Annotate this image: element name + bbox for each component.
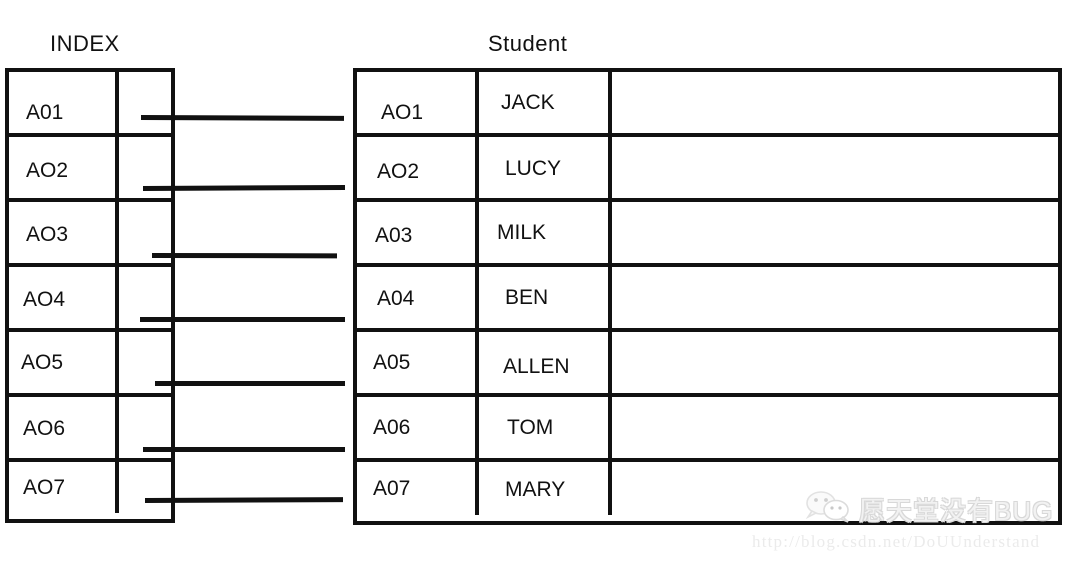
student-name-cell: TOM bbox=[479, 397, 612, 458]
table-row: AO4 bbox=[9, 267, 171, 332]
table-row: AO2 LUCY bbox=[357, 137, 1058, 202]
student-name-cell: JACK bbox=[479, 72, 612, 133]
table-row: AO7 bbox=[9, 462, 171, 513]
student-id-cell: A03 bbox=[357, 202, 479, 263]
table-row: A03 MILK bbox=[357, 202, 1058, 267]
student-extra-cell bbox=[612, 72, 1058, 133]
student-id-cell: A06 bbox=[357, 397, 479, 458]
connector-line-7 bbox=[144, 497, 344, 503]
student-extra-cell bbox=[612, 462, 1058, 515]
index-key-cell: A01 bbox=[9, 72, 119, 133]
student-extra-cell bbox=[612, 137, 1058, 198]
student-extra-cell bbox=[612, 397, 1058, 458]
student-name-cell: LUCY bbox=[479, 137, 612, 198]
table-row: A05 ALLEN bbox=[357, 332, 1058, 397]
table-row: A06 TOM bbox=[357, 397, 1058, 462]
index-key-cell: AO5 bbox=[9, 332, 119, 393]
table-row: AO5 bbox=[9, 332, 171, 397]
student-extra-cell bbox=[612, 267, 1058, 328]
index-table: A01 AO2 AO3 AO4 AO5 AO6 AO7 bbox=[5, 68, 175, 523]
connector-line-2 bbox=[142, 184, 346, 191]
student-extra-cell bbox=[612, 202, 1058, 263]
table-row: AO2 bbox=[9, 137, 171, 202]
table-row: AO3 bbox=[9, 202, 171, 267]
student-table-caption: Student bbox=[488, 31, 568, 56]
index-key-cell: AO2 bbox=[9, 137, 119, 198]
student-name-cell: BEN bbox=[479, 267, 612, 328]
watermark-url: http://blog.csdn.net/DoUUnderstand bbox=[752, 532, 1041, 551]
connector-line-3 bbox=[151, 253, 338, 259]
table-row: A04 BEN bbox=[357, 267, 1058, 332]
student-id-cell: A07 bbox=[357, 462, 479, 515]
student-name-cell: MARY bbox=[479, 462, 612, 515]
connector-line-6 bbox=[143, 447, 345, 452]
student-id-cell: A05 bbox=[357, 332, 479, 393]
index-key-cell: AO7 bbox=[9, 462, 119, 513]
table-row: A07 MARY bbox=[357, 462, 1058, 515]
connector-line-1 bbox=[140, 115, 345, 121]
index-pointer-cell bbox=[119, 72, 171, 133]
student-name-cell: ALLEN bbox=[479, 332, 612, 393]
student-id-cell: A04 bbox=[357, 267, 479, 328]
table-row: AO1 JACK bbox=[357, 72, 1058, 137]
index-key-cell: AO3 bbox=[9, 202, 119, 263]
student-id-cell: AO1 bbox=[357, 72, 479, 133]
student-table: AO1 JACK AO2 LUCY A03 MILK A04 BEN A05 A… bbox=[353, 68, 1062, 525]
index-key-cell: AO6 bbox=[9, 397, 119, 458]
index-pointer-cell bbox=[119, 462, 171, 513]
connector-line-4 bbox=[140, 317, 345, 322]
table-row: AO6 bbox=[9, 397, 171, 462]
student-extra-cell bbox=[612, 332, 1058, 393]
student-name-cell: MILK bbox=[479, 202, 612, 263]
student-id-cell: AO2 bbox=[357, 137, 479, 198]
connector-line-5 bbox=[155, 381, 345, 386]
index-key-cell: AO4 bbox=[9, 267, 119, 328]
index-table-caption: INDEX bbox=[50, 31, 120, 56]
table-row: A01 bbox=[9, 72, 171, 137]
